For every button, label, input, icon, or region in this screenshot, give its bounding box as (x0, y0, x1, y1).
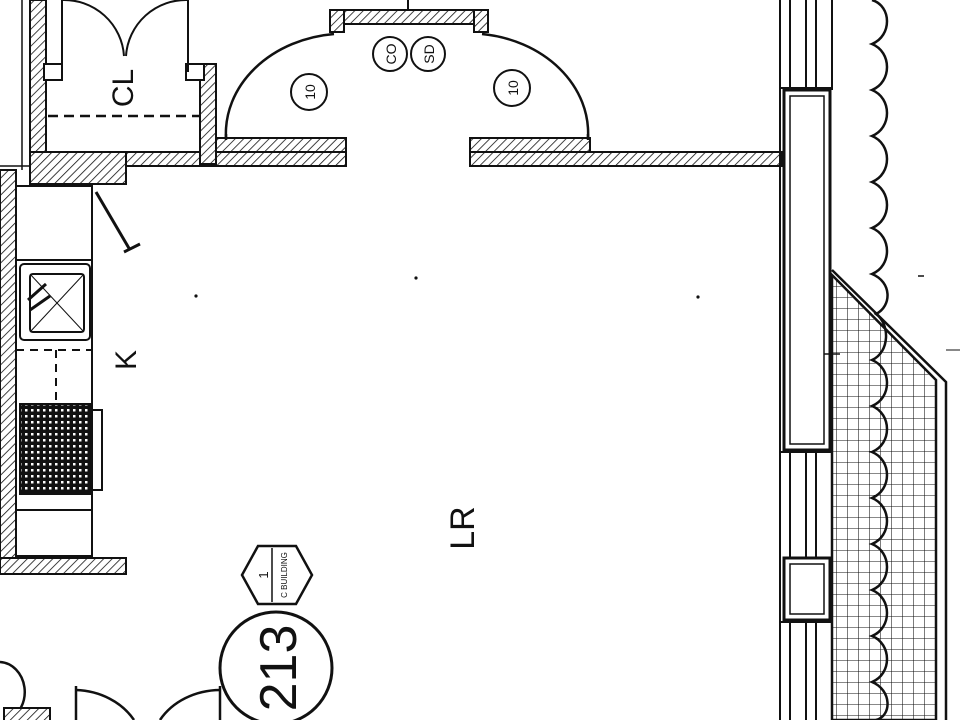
closet-door-swing-left (61, 0, 125, 72)
wall-kitchen-bottom (0, 557, 127, 575)
entry-door-left-swing (224, 32, 335, 139)
wall-entry-alcove (329, 9, 489, 25)
kitchen-counter (15, 185, 93, 557)
closet (43, 0, 205, 118)
wall-door-jamb-right (469, 137, 591, 153)
wall-closet-left (29, 0, 47, 167)
sliding-door-upper (782, 88, 832, 452)
room-label-living-room: LR (444, 506, 482, 549)
wall-entry-alcove-right (473, 9, 489, 33)
closet-door-swing-right (125, 0, 189, 72)
shrub-outline (868, 0, 889, 720)
co-detector: CO (372, 36, 408, 72)
kitchen-range (19, 403, 103, 495)
wall-top-right (469, 151, 783, 167)
room-label-closet: CL (107, 69, 140, 107)
smoke-detector: SD (410, 36, 446, 72)
closet-door-frame-right (185, 63, 205, 81)
walls (0, 0, 783, 575)
wall-left-exterior (0, 169, 17, 575)
building-tag-number: 1 (256, 571, 271, 578)
svg-text:CO: CO (383, 43, 399, 64)
wall-closet-right (199, 63, 217, 165)
building-tag: 1 C BUILDING (240, 544, 314, 606)
unit-number-tag: 213 (218, 610, 334, 720)
entry-door-right-swing (481, 32, 590, 139)
room-label-kitchen: K (110, 350, 143, 370)
wall-corner-block (29, 151, 127, 185)
svg-text:10: 10 (505, 80, 521, 96)
door-tag-left: 10 (290, 73, 328, 111)
entry-doors (224, 0, 590, 140)
closet-door-frame-left (43, 63, 63, 81)
window-lower (782, 556, 832, 622)
closet-left-lines (0, 0, 30, 170)
door-tag-right: 10 (493, 69, 531, 107)
balcony-deck (830, 269, 960, 720)
lower-doors (0, 660, 222, 720)
kitchen-door-swing (94, 191, 141, 254)
building-tag-name: C BUILDING (280, 552, 289, 598)
small-marks (824, 275, 924, 362)
svg-text:SD: SD (421, 44, 437, 63)
ceiling-marks (194, 276, 700, 299)
kitchen-sink (19, 263, 91, 341)
wall-entry-alcove-left (329, 9, 345, 33)
svg-text:10: 10 (302, 84, 318, 100)
wall-door-jamb-left (213, 137, 347, 153)
unit-number: 213 (250, 625, 308, 712)
